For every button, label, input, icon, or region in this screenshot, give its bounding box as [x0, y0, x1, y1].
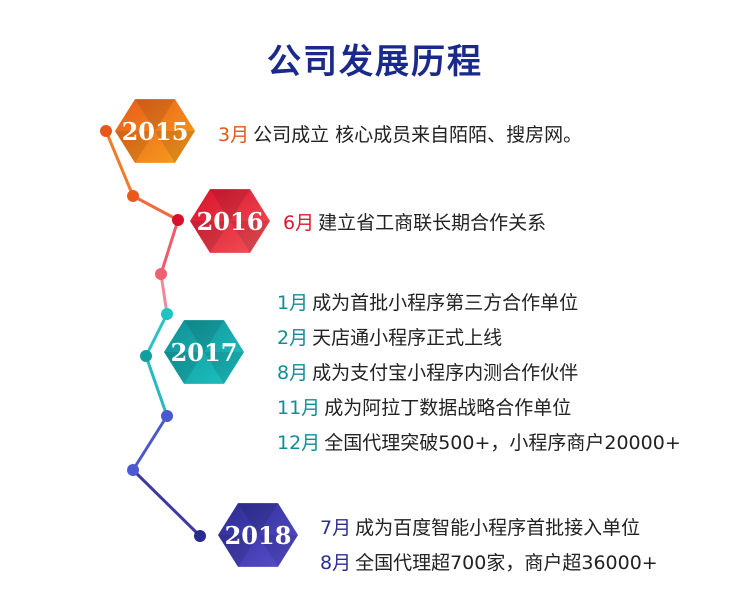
event-month: 2月 — [277, 327, 309, 349]
hexagon-facet — [230, 221, 270, 253]
year-label: 2015 — [122, 117, 189, 146]
event-month: 12月 — [277, 432, 321, 454]
year-hexagon — [218, 503, 298, 567]
timeline-dots — [100, 125, 206, 542]
hexagon-facet — [218, 535, 258, 567]
year-badge-2016: 2016 — [190, 189, 270, 253]
timeline-segment — [159, 218, 180, 276]
year-label: 2018 — [225, 521, 292, 550]
event-month: 11月 — [277, 397, 321, 419]
event-line: 6月建立省工商联长期合作关系 — [283, 208, 546, 235]
event-month: 3月 — [218, 124, 250, 146]
timeline-segment — [144, 354, 169, 418]
event-line: 11月成为阿拉丁数据战略合作单位 — [277, 393, 571, 420]
timeline-dot — [161, 308, 173, 320]
event-text: 成为百度智能小程序首批接入单位 — [355, 517, 641, 539]
timeline-dot — [194, 530, 206, 542]
timeline-segment — [131, 468, 202, 538]
timeline-segment — [144, 312, 169, 358]
timeline-path — [104, 129, 202, 538]
year-label: 2017 — [171, 338, 238, 367]
timeline-dot — [161, 410, 173, 422]
event-text: 全国代理超700家，商户超36000+ — [355, 552, 658, 574]
event-month: 7月 — [320, 517, 352, 539]
timeline-dot — [172, 214, 184, 226]
hexagon-facet — [210, 189, 250, 221]
event-line: 2月天店通小程序正式上线 — [277, 323, 502, 350]
timeline-segment — [131, 414, 169, 472]
timeline-segment — [104, 129, 135, 198]
event-text: 公司成立 核心成员来自陌陌、搜房网。 — [253, 124, 583, 146]
timeline-dot — [127, 190, 139, 202]
hexagon-facet — [135, 99, 175, 131]
year-badge-2018: 2018 — [218, 503, 298, 567]
hexagon-facet — [155, 131, 195, 163]
event-text: 建立省工商联长期合作关系 — [318, 212, 547, 234]
event-text: 成为首批小程序第三方合作单位 — [312, 292, 579, 314]
timeline-dot — [100, 125, 112, 137]
timeline-dot — [155, 268, 167, 280]
event-text: 成为支付宝小程序内测合作伙伴 — [312, 362, 579, 384]
event-month: 6月 — [283, 212, 315, 234]
hexagon-facet — [184, 320, 224, 352]
year-badges: 2015 2016 2017 2018 — [115, 99, 298, 567]
event-line: 8月全国代理超700家，商户超36000+ — [320, 548, 658, 575]
hexagon-facet — [164, 352, 204, 384]
year-badge-2015: 2015 — [115, 99, 195, 163]
year-hexagon — [190, 189, 270, 253]
year-badge-2017: 2017 — [164, 320, 244, 384]
event-line: 8月成为支付宝小程序内测合作伙伴 — [277, 358, 578, 385]
event-month: 8月 — [320, 552, 352, 574]
event-line: 3月公司成立 核心成员来自陌陌、搜房网。 — [218, 120, 582, 147]
timeline-dot — [140, 350, 152, 362]
hexagon-facet — [204, 352, 244, 384]
hexagon-facet — [190, 221, 230, 253]
hexagon-facet — [258, 535, 298, 567]
timeline-dot — [127, 464, 139, 476]
hexagon-facet — [238, 503, 278, 535]
event-month: 8月 — [277, 362, 309, 384]
event-text: 全国代理突破500+，小程序商户20000+ — [324, 432, 681, 454]
event-line: 7月成为百度智能小程序首批接入单位 — [320, 513, 640, 540]
year-hexagon — [164, 320, 244, 384]
page-title: 公司发展历程 — [267, 42, 483, 82]
event-text: 天店通小程序正式上线 — [312, 327, 503, 349]
event-line: 1月成为首批小程序第三方合作单位 — [277, 288, 578, 315]
hexagon-facet — [115, 131, 155, 163]
event-month: 1月 — [277, 292, 309, 314]
timeline-segment — [131, 194, 180, 222]
year-hexagon — [115, 99, 195, 163]
event-line: 12月全国代理突破500+，小程序商户20000+ — [277, 428, 681, 455]
event-text: 成为阿拉丁数据战略合作单位 — [324, 397, 572, 419]
year-label: 2016 — [197, 207, 264, 236]
timeline-segment — [159, 272, 169, 316]
